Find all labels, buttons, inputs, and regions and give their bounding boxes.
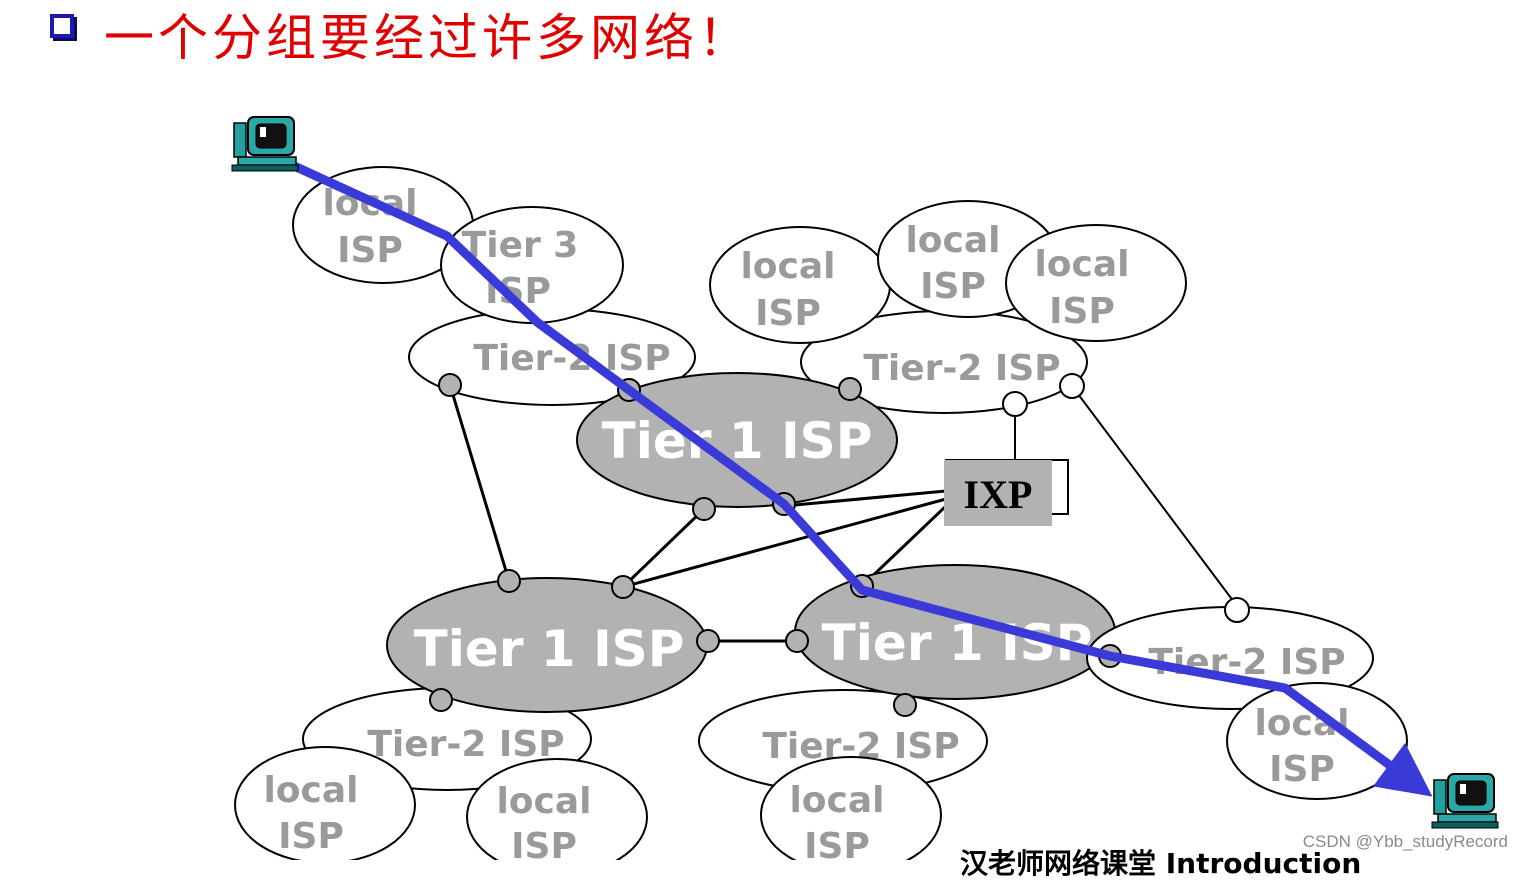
local-isp-label: ISP <box>278 816 344 857</box>
router-dot <box>497 569 521 593</box>
router-dot <box>692 497 716 521</box>
link-tier1-left-to-ixp <box>622 497 947 589</box>
local-isp-label: ISP <box>1049 291 1115 332</box>
tier2-isp-label: Tier-2 ISP <box>762 726 959 767</box>
packet-path-arrow <box>290 160 1433 797</box>
link-tier1-top-to-ixp <box>783 489 947 508</box>
router-dot <box>1002 391 1028 417</box>
footer-caption: 汉老师网络课堂 Introduction <box>960 847 1362 880</box>
local-isp-cloud <box>234 746 416 860</box>
local-isp-label: local <box>1034 244 1129 285</box>
local-isp-cloud <box>466 758 648 860</box>
local-isp-label: local <box>263 770 358 811</box>
tier1-isp-label: Tier 1 ISP <box>602 412 873 470</box>
link-tier2-to-tier2-right <box>1071 385 1238 607</box>
link-tier2-to-tier1-left <box>448 384 511 582</box>
router-dot <box>1224 597 1250 623</box>
link-tier1-top-to-tier1-left <box>621 507 706 589</box>
local-isp-label: local <box>740 246 835 287</box>
tier2-isp-label: Tier-2 ISP <box>473 338 670 379</box>
router-dot <box>611 575 635 599</box>
local-isp-label: ISP <box>920 266 986 307</box>
ixp-label: IXP <box>964 472 1033 517</box>
tier1-isp-label: Tier 1 ISP <box>414 620 685 678</box>
tier2-isp-label: Tier-2 ISP <box>863 348 1060 389</box>
tier3-isp-label: Tier 3 <box>462 225 579 266</box>
local-isp-cloud <box>1005 224 1187 342</box>
network-diagram: local ISP Tier 3 ISP Tier-2 ISP local IS… <box>231 116 1499 860</box>
router-dot <box>429 688 453 712</box>
local-isp-label: local <box>496 781 591 822</box>
local-isp-label: ISP <box>337 230 403 271</box>
local-isp-label: ISP <box>1269 749 1335 790</box>
tier2-isp-label: Tier-2 ISP <box>367 724 564 765</box>
local-isp-label: ISP <box>804 826 870 860</box>
local-isp-label: ISP <box>755 293 821 334</box>
bullet-square-icon <box>50 14 74 38</box>
router-dot <box>438 373 462 397</box>
router-dot <box>1059 373 1085 399</box>
router-dot <box>893 693 917 717</box>
router-points <box>429 373 1250 717</box>
local-isp-label: ISP <box>511 826 577 860</box>
destination-computer-icon <box>1431 773 1499 829</box>
slide-headline: 一个分组要经过许多网络！ <box>104 9 752 67</box>
router-dot <box>785 629 809 653</box>
ixp-box <box>944 460 1052 526</box>
local-isp-label: local <box>905 220 1000 261</box>
source-computer-icon <box>231 116 299 172</box>
router-dot <box>838 377 862 401</box>
watermark-text: CSDN @Ybb_studyRecord <box>1302 832 1508 851</box>
local-isp-label: local <box>789 780 884 821</box>
local-isp-cloud <box>1226 682 1408 800</box>
local-isp-cloud <box>760 756 942 860</box>
router-dot <box>696 629 720 653</box>
